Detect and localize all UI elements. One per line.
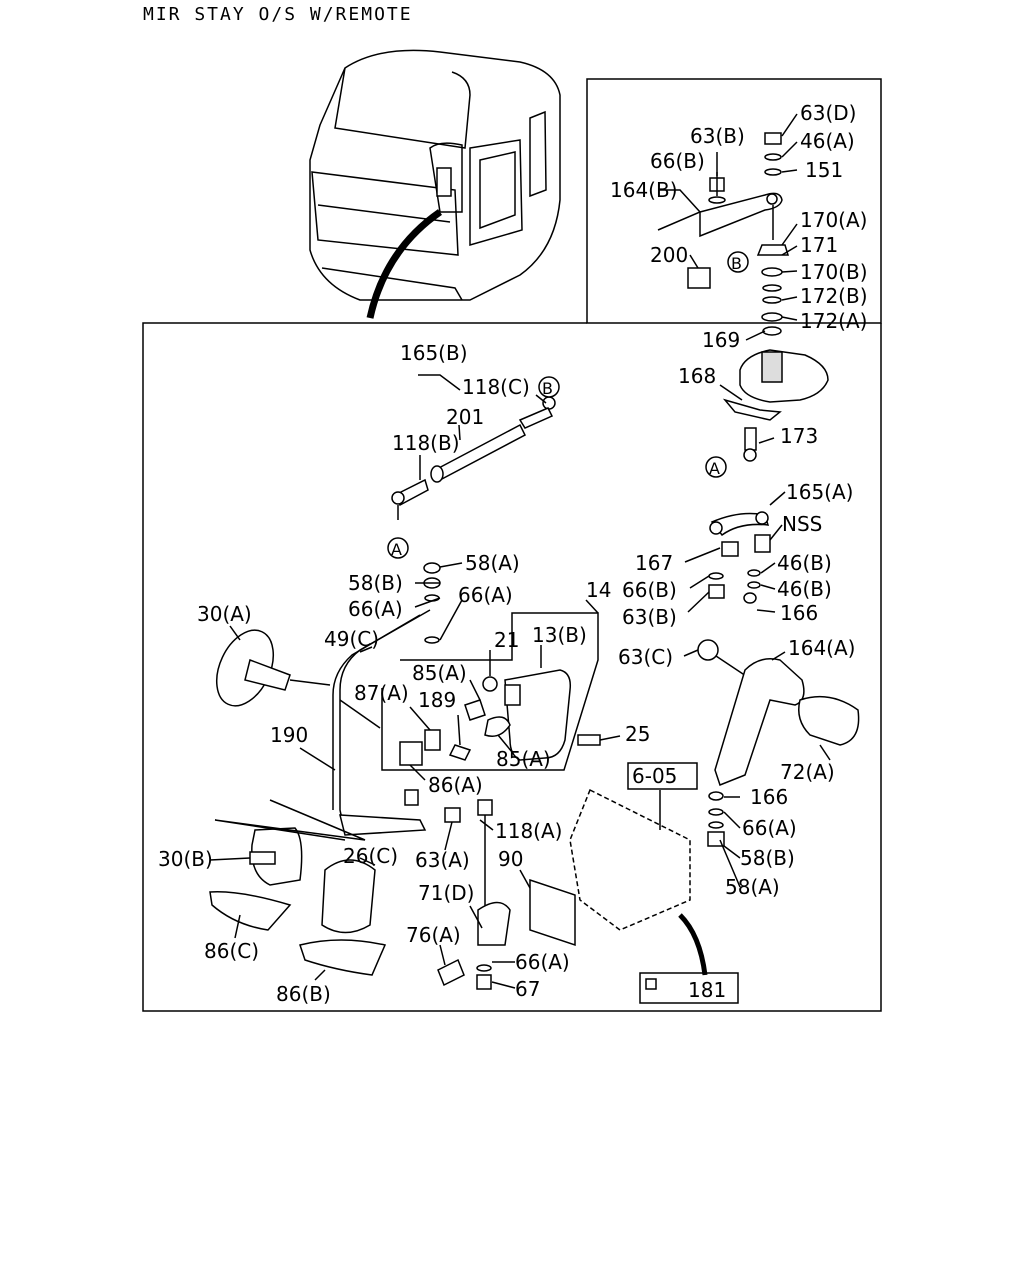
label-201: 201 [446, 405, 484, 429]
label-58a-low: 58(A) [725, 875, 780, 899]
label-151: 151 [805, 158, 843, 182]
label-46a: 46(A) [800, 129, 855, 153]
label-66b-mid: 66(B) [622, 578, 677, 602]
frame-main [142, 322, 882, 1012]
label-49c: 49(C) [324, 627, 379, 651]
label-86c: 86(C) [204, 939, 259, 963]
label-190: 190 [270, 723, 308, 747]
label-168: 168 [678, 364, 716, 388]
truck-cab-illustration [309, 49, 561, 319]
label-66a-low: 66(A) [742, 816, 797, 840]
marker-b-upper [727, 251, 749, 273]
label-46b-2: 46(B) [777, 577, 832, 601]
upper-right-assembly [687, 132, 829, 462]
label-14: 14 [586, 578, 611, 602]
label-76a: 76(A) [406, 923, 461, 947]
label-170a: 170(A) [800, 208, 867, 232]
label-66a-mid: 66(A) [458, 583, 513, 607]
diagram-title: MIR STAY O/S W/REMOTE [143, 4, 413, 25]
leader-lines [209, 113, 831, 989]
label-164b: 164(B) [610, 178, 678, 202]
label-46b-1: 46(B) [777, 551, 832, 575]
label-85a-2: 85(A) [496, 747, 551, 771]
label-167: 167 [635, 551, 673, 575]
label-26c: 26(C) [343, 844, 398, 868]
label-118c: 118(C) [462, 375, 530, 399]
label-66b-top: 66(B) [650, 149, 705, 173]
label-86b: 86(B) [276, 982, 331, 1006]
label-6-05: 6-05 [632, 764, 677, 788]
label-166-low: 166 [750, 785, 788, 809]
bottom-assembly [209, 788, 708, 990]
marker-a-rod-label: A [391, 540, 402, 559]
ref-181-box [639, 972, 739, 1004]
label-170b: 170(B) [800, 260, 868, 284]
label-63c: 63(C) [618, 645, 673, 669]
label-66a-bot: 66(A) [515, 950, 570, 974]
label-13b: 13(B) [532, 623, 587, 647]
label-200: 200 [650, 243, 688, 267]
label-118b: 118(B) [392, 431, 460, 455]
mirror-stay [215, 562, 472, 836]
label-67: 67 [515, 977, 540, 1001]
label-172a: 172(A) [800, 309, 867, 333]
label-169: 169 [702, 328, 740, 352]
label-86a: 86(A) [428, 773, 483, 797]
label-58b-left: 58(B) [348, 571, 403, 595]
label-58a-left: 58(A) [465, 551, 520, 575]
reference-markers: B B A A [387, 251, 749, 559]
callout-labels: 63(D) 46(A) 63(B) 151 66(B) 164(B) 170(A… [158, 101, 868, 1006]
marker-b-upper-label: B [731, 254, 742, 273]
label-173: 173 [780, 424, 818, 448]
label-nss: NSS [782, 512, 822, 536]
label-165a: 165(A) [786, 480, 853, 504]
label-63b-mid: 63(B) [622, 605, 677, 629]
label-63a: 63(A) [415, 848, 470, 872]
label-181: 181 [688, 978, 726, 1002]
marker-a-rod [387, 537, 409, 559]
label-30b: 30(B) [158, 847, 213, 871]
mirror-head-group [381, 599, 601, 771]
label-21: 21 [494, 628, 519, 652]
label-189: 189 [418, 688, 456, 712]
label-87a: 87(A) [354, 681, 409, 705]
label-164a: 164(A) [788, 636, 855, 660]
frame-upper-right [586, 78, 882, 324]
label-90: 90 [498, 847, 523, 871]
label-118a: 118(A) [495, 819, 562, 843]
label-85a-1: 85(A) [412, 661, 467, 685]
marker-b-rod-label: B [542, 379, 553, 398]
grommet-icon [645, 978, 657, 990]
label-171: 171 [800, 233, 838, 257]
right-bracket-assembly [697, 511, 860, 847]
label-58b-low: 58(B) [740, 846, 795, 870]
label-63d: 63(D) [800, 101, 856, 125]
marker-a-bracket [705, 456, 727, 478]
marker-b-rod [538, 376, 560, 398]
label-25: 25 [625, 722, 650, 746]
label-71d: 71(D) [418, 881, 474, 905]
label-165b: 165(B) [400, 341, 468, 365]
label-166-right: 166 [780, 601, 818, 625]
rod-assembly [391, 396, 556, 520]
label-30a: 30(A) [197, 602, 252, 626]
label-172b: 172(B) [800, 284, 868, 308]
label-63b-top: 63(B) [690, 124, 745, 148]
label-72a: 72(A) [780, 760, 835, 784]
marker-a-bracket-label: A [709, 459, 720, 478]
label-66a-left: 66(A) [348, 597, 403, 621]
ref-6-05-box [627, 762, 698, 790]
